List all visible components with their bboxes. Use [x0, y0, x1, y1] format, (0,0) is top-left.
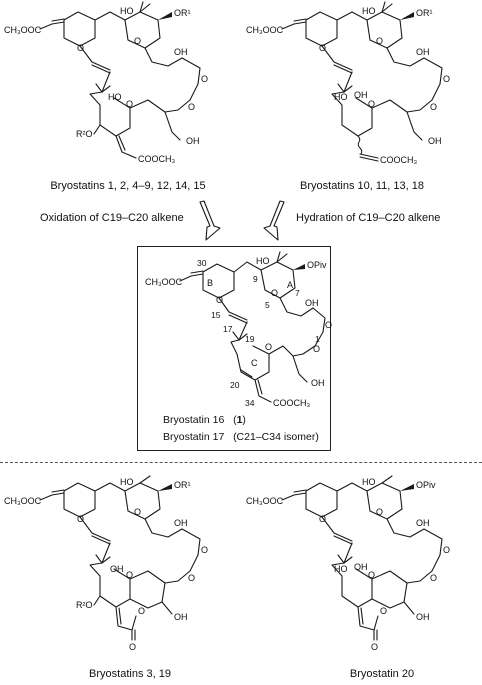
- structure-bryostatin-20: CH₃OOC O HO O OPiv OH O O HO OH O O OH O: [246, 475, 450, 652]
- svg-text:O: O: [126, 570, 133, 580]
- svg-text:O: O: [430, 102, 437, 112]
- structure-bryostatin-16: CH₃OOC 30 B O HO 9 A O 7 OPiv 15 5 OH O …: [145, 251, 332, 408]
- svg-text:OH: OH: [416, 47, 430, 57]
- svg-text:O: O: [216, 295, 223, 305]
- svg-text:OH: OH: [174, 612, 188, 622]
- svg-text:OH: OH: [186, 136, 200, 146]
- box-line-bryostatin-17: Bryostatin 17 (C21–C34 isomer): [163, 431, 319, 443]
- svg-text:O: O: [376, 36, 383, 46]
- svg-text:19: 19: [245, 334, 255, 344]
- svg-text:O: O: [138, 606, 145, 616]
- svg-text:HO: HO: [334, 564, 348, 574]
- svg-text:34: 34: [245, 398, 255, 408]
- svg-text:R²O: R²O: [76, 129, 93, 139]
- svg-text:O: O: [271, 288, 278, 298]
- svg-text:OR¹: OR¹: [416, 8, 433, 18]
- compound-number: 1: [236, 414, 243, 426]
- svg-text:O: O: [77, 43, 84, 53]
- dashed-divider: [0, 462, 482, 463]
- svg-text:HO: HO: [120, 6, 134, 16]
- central-box-bryostatin-16: [137, 246, 331, 451]
- structure-bryostatins-1-2-4-9-12-14-15: CH₃OOC O HO O OR¹ OH O O HO O OH R²O COO…: [4, 1, 208, 164]
- svg-text:O: O: [134, 36, 141, 46]
- svg-text:O: O: [265, 342, 272, 352]
- svg-text:HO: HO: [334, 92, 348, 102]
- bryostatin-17-note: (C21–C34 isomer): [233, 431, 319, 443]
- bryostatin-17-name: Bryostatin 17: [163, 431, 225, 443]
- svg-text:OH: OH: [311, 378, 325, 388]
- svg-text:OH: OH: [416, 518, 430, 528]
- svg-text:O: O: [443, 74, 450, 84]
- svg-text:O: O: [371, 642, 378, 652]
- svg-text:15: 15: [211, 310, 221, 320]
- svg-text:1: 1: [315, 334, 320, 344]
- svg-text:O: O: [325, 320, 332, 330]
- svg-text:C: C: [251, 358, 258, 368]
- svg-text:COOCH₃: COOCH₃: [138, 154, 175, 164]
- svg-text:20: 20: [230, 380, 240, 390]
- svg-text:CH₃OOC: CH₃OOC: [145, 277, 183, 287]
- bryostatin-16-name: Bryostatin 16: [163, 414, 225, 426]
- svg-text:OPiv: OPiv: [307, 260, 327, 270]
- svg-text:O: O: [201, 545, 208, 555]
- svg-text:17: 17: [223, 324, 233, 334]
- svg-text:O: O: [126, 99, 133, 109]
- open-arrow-left: [199, 200, 221, 241]
- svg-text:O: O: [368, 570, 375, 580]
- svg-text:HO: HO: [362, 6, 376, 16]
- svg-text:7: 7: [295, 288, 300, 298]
- box-line-bryostatin-16: Bryostatin 16 (1): [163, 414, 246, 426]
- svg-text:OH: OH: [174, 47, 188, 57]
- svg-text:OPiv: OPiv: [416, 480, 436, 490]
- open-arrow-right: [263, 200, 285, 241]
- svg-text:OH: OH: [354, 562, 368, 572]
- svg-text:OH: OH: [174, 518, 188, 528]
- svg-text:5: 5: [265, 300, 270, 310]
- svg-text:COOCH₃: COOCH₃: [273, 398, 310, 408]
- svg-text:O: O: [188, 573, 195, 583]
- svg-text:O: O: [134, 507, 141, 517]
- svg-text:HO: HO: [256, 256, 270, 266]
- ester-label: CH₃OOC: [4, 25, 42, 35]
- svg-text:O: O: [129, 642, 136, 652]
- svg-text:30: 30: [197, 258, 207, 268]
- svg-text:O: O: [188, 102, 195, 112]
- svg-text:9: 9: [253, 274, 258, 284]
- svg-text:O: O: [380, 606, 387, 616]
- svg-text:O: O: [443, 545, 450, 555]
- svg-text:CH₃OOC: CH₃OOC: [4, 496, 42, 506]
- arrow-label-oxidation: Oxidation of C19–C20 alkene: [40, 212, 184, 224]
- svg-text:CH₃OOC: CH₃OOC: [246, 25, 284, 35]
- caption-top-left: Bryostatins 1, 2, 4–9, 12, 14, 15: [50, 180, 206, 192]
- svg-text:A: A: [287, 280, 293, 290]
- svg-text:O: O: [376, 507, 383, 517]
- svg-text:O: O: [319, 43, 326, 53]
- svg-text:OR¹: OR¹: [174, 480, 191, 490]
- svg-text:O: O: [313, 344, 320, 354]
- svg-text:OH: OH: [428, 136, 442, 146]
- svg-text:R²O: R²O: [76, 600, 93, 610]
- svg-text:OH: OH: [354, 90, 368, 100]
- svg-text:O: O: [430, 573, 437, 583]
- structure-bryostatins-10-11-13-18: CH₃OOC O HO O OR¹ OH O O HO OH O OH COOC…: [246, 1, 450, 165]
- svg-text:OR¹: OR¹: [174, 8, 191, 18]
- svg-text:O: O: [201, 74, 208, 84]
- svg-text:O: O: [319, 514, 326, 524]
- svg-text:OH: OH: [416, 612, 430, 622]
- svg-text:OH: OH: [305, 298, 319, 308]
- svg-text:OH: OH: [110, 564, 124, 574]
- svg-text:HO: HO: [362, 477, 376, 487]
- svg-text:HO: HO: [120, 477, 134, 487]
- structure-bryostatins-3-19: CH₃OOC O HO O OR¹ OH O O OH O O OH R²O O: [4, 475, 208, 652]
- svg-text:COOCH₃: COOCH₃: [380, 155, 417, 165]
- caption-bottom-right: Bryostatin 20: [349, 668, 415, 680]
- svg-text:HO: HO: [108, 92, 122, 102]
- svg-text:O: O: [77, 514, 84, 524]
- caption-top-right: Bryostatins 10, 11, 13, 18: [300, 180, 424, 192]
- arrow-label-hydration: Hydration of C19–C20 alkene: [296, 212, 441, 224]
- svg-text:B: B: [207, 278, 213, 288]
- svg-text:CH₃OOC: CH₃OOC: [246, 496, 284, 506]
- caption-bottom-left: Bryostatins 3, 19: [89, 668, 171, 680]
- svg-text:O: O: [368, 99, 375, 109]
